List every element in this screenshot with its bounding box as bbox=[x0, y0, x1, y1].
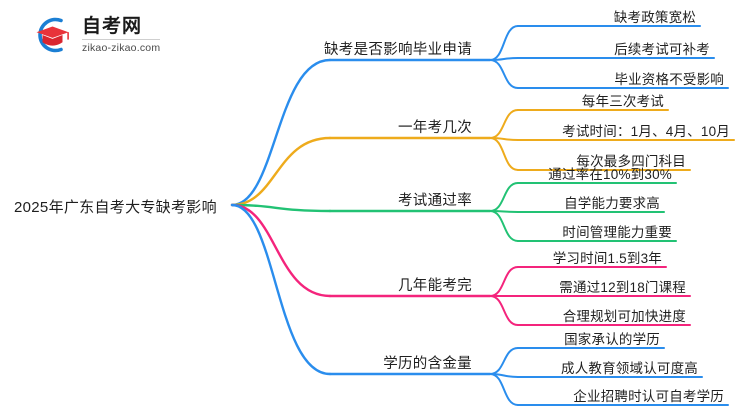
mindmap-leaf-node[interactable]: 需通过12到18门课程 bbox=[559, 280, 686, 295]
mindmap-branch-node[interactable]: 几年能考完 bbox=[398, 278, 472, 294]
branch-connector bbox=[230, 203, 691, 326]
mindmap-leaf-node[interactable]: 通过率在10%到30% bbox=[548, 167, 672, 182]
logo-wordmark: 自考网 zikao-zikao.com bbox=[82, 17, 161, 54]
mindmap-leaf-node[interactable]: 成人教育领域认可度高 bbox=[561, 361, 698, 376]
mindmap-branch-node[interactable]: 学历的含金量 bbox=[383, 356, 472, 372]
mindmap-branch-node[interactable]: 考试通过率 bbox=[398, 193, 472, 209]
mindmap-leaf-node[interactable]: 合理规划可加快进度 bbox=[562, 309, 686, 324]
mindmap-leaf-node[interactable]: 毕业资格不受影响 bbox=[614, 72, 724, 87]
site-logo: 自考网 zikao-zikao.com bbox=[30, 12, 230, 58]
mindmap-leaf-node[interactable]: 考试时间：1月、4月、10月 bbox=[562, 124, 730, 139]
logo-subtitle: zikao-zikao.com bbox=[82, 41, 161, 54]
mindmap-leaf-node[interactable]: 国家承认的学历 bbox=[564, 332, 660, 347]
mindmap-leaf-node[interactable]: 后续考试可补考 bbox=[614, 42, 710, 57]
mindmap-root-node[interactable]: 2025年广东自考大专缺考影响 bbox=[14, 199, 217, 216]
mindmap-leaf-node[interactable]: 学习时间1.5到3年 bbox=[552, 251, 662, 266]
logo-title: 自考网 bbox=[82, 17, 161, 40]
mindmap-branch-node[interactable]: 一年考几次 bbox=[398, 120, 472, 136]
mindmap-branch-node[interactable]: 缺考是否影响毕业申请 bbox=[324, 42, 472, 58]
branch-connector bbox=[230, 203, 729, 406]
branch-connector bbox=[230, 182, 677, 242]
mindmap-leaf-node[interactable]: 时间管理能力重要 bbox=[562, 225, 672, 240]
branch-connector bbox=[230, 109, 735, 207]
mindmap-leaf-node[interactable]: 每年三次考试 bbox=[581, 94, 664, 109]
branch-connector bbox=[230, 25, 729, 207]
graduation-cap-icon bbox=[30, 13, 74, 57]
mindmap-leaf-node[interactable]: 缺考政策宽松 bbox=[613, 10, 696, 25]
mindmap-leaf-node[interactable]: 企业招聘时认可自考学历 bbox=[573, 389, 724, 404]
mindmap-leaf-node[interactable]: 自学能力要求高 bbox=[564, 196, 660, 211]
mindmap-leaf-node[interactable]: 每次最多四门科目 bbox=[576, 154, 686, 169]
